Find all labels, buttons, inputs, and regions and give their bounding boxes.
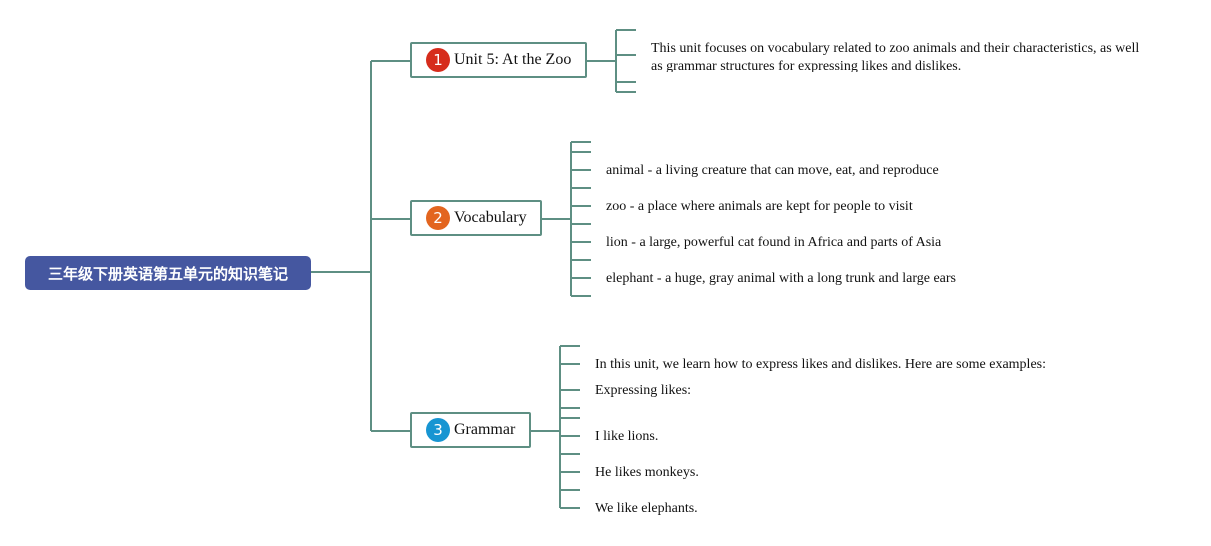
topic-label: Unit 5: At the Zoo bbox=[454, 51, 572, 68]
vocab-item-animal: animal - a living creature that can move… bbox=[606, 163, 939, 178]
topic-vocabulary[interactable]: 2 Vocabulary bbox=[410, 200, 542, 236]
grammar-intro: In this unit, we learn how to express li… bbox=[595, 357, 1046, 372]
unit-summary-text: This unit focuses on vocabulary related … bbox=[651, 41, 1140, 72]
topic-grammar[interactable]: 3 Grammar bbox=[410, 412, 531, 448]
number-badge: 2 bbox=[426, 206, 450, 230]
grammar-example: I like lions. bbox=[595, 429, 659, 444]
topic-label: Vocabulary bbox=[454, 209, 527, 226]
root-title: 三年级下册英语第五单元的知识笔记 bbox=[47, 264, 288, 283]
number-badge: 3 bbox=[426, 418, 450, 442]
grammar-example: We like elephants. bbox=[595, 501, 698, 516]
vocab-item-elephant: elephant - a huge, gray animal with a lo… bbox=[606, 271, 957, 286]
grammar-example: He likes monkeys. bbox=[595, 465, 699, 480]
number-badge: 1 bbox=[426, 48, 450, 72]
vocab-item-zoo: zoo - a place where animals are kept for… bbox=[606, 199, 913, 214]
grammar-heading-likes: Expressing likes: bbox=[595, 383, 692, 398]
vocab-item-lion: lion - a large, powerful cat found in Af… bbox=[606, 235, 942, 250]
topic-label: Grammar bbox=[454, 421, 516, 438]
root-node[interactable]: 三年级下册英语第五单元的知识笔记 bbox=[25, 256, 311, 290]
topic-unit-5[interactable]: 1 Unit 5: At the Zoo bbox=[410, 42, 587, 78]
